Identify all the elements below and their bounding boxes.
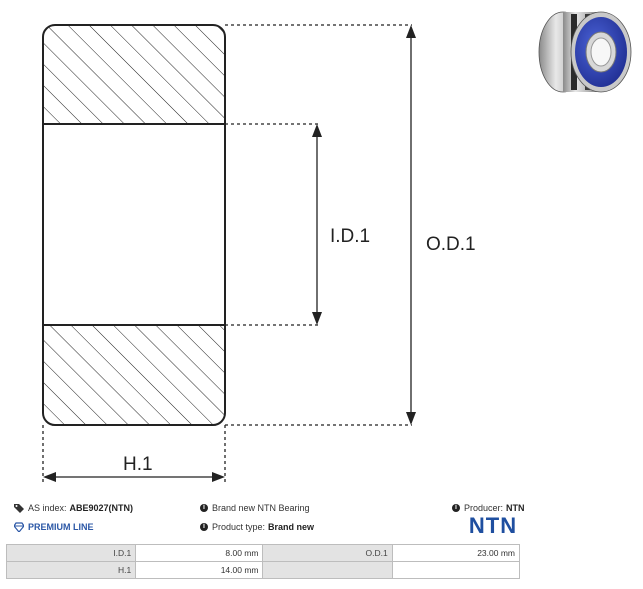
spec-value: 14.00 mm [135, 561, 264, 579]
spec-label: H.1 [5, 561, 137, 579]
condition-row: i Brand new NTN Bearing [200, 503, 310, 513]
condition-text: Brand new NTN Bearing [212, 503, 310, 513]
table-row: H.1 14.00 mm [5, 561, 521, 579]
bearing-cross-section-diagram: I.D.1 O.D.1 H.1 [42, 24, 476, 482]
id-arrow-top [312, 124, 322, 137]
spec-label: I.D.1 [5, 544, 137, 562]
spec-table: I.D.1 8.00 mm O.D.1 23.00 mm H.1 14.00 m… [5, 544, 521, 579]
info-icon: i [452, 504, 460, 512]
diamond-icon [14, 522, 24, 532]
ntn-logo: NTN [469, 514, 517, 536]
od-arrow-bottom [406, 412, 416, 425]
od-arrow-top [406, 25, 416, 38]
h-label: H.1 [123, 454, 153, 475]
info-icon: i [200, 504, 208, 512]
product-type-row: i Product type: Brand new [200, 522, 314, 532]
h-arrow-right [212, 472, 225, 482]
spec-value: 23.00 mm [391, 544, 521, 562]
premium-line-row: PREMIUM LINE [14, 522, 94, 532]
as-index-label: AS index: [28, 503, 67, 513]
h-arrow-left [43, 472, 56, 482]
product-type-label: Product type: [212, 522, 266, 532]
id-label: I.D.1 [330, 226, 370, 247]
spec-value: 8.00 mm [135, 544, 264, 562]
bearing-photo [538, 11, 632, 93]
spec-label: O.D.1 [262, 544, 393, 562]
producer-row: i Producer: NTN [452, 503, 525, 513]
tag-icon [14, 504, 24, 513]
id-arrow-bottom [312, 312, 322, 325]
bearing-outline [42, 24, 226, 426]
product-type-value: Brand new [268, 522, 315, 532]
spec-value [391, 561, 521, 579]
bearing-section-hatching [43, 25, 225, 425]
as-index-row: AS index: ABE9027(NTN) [14, 503, 133, 513]
spec-label [262, 561, 393, 579]
as-index-value: ABE9027(NTN) [69, 503, 134, 513]
producer-label: Producer: [464, 503, 504, 513]
table-row: I.D.1 8.00 mm O.D.1 23.00 mm [5, 544, 521, 562]
producer-value: NTN [506, 503, 525, 513]
od-label: O.D.1 [426, 234, 476, 255]
premium-line-label: PREMIUM LINE [28, 522, 94, 532]
ntn-logo-text: NTN [469, 514, 517, 536]
info-icon: i [200, 523, 208, 531]
